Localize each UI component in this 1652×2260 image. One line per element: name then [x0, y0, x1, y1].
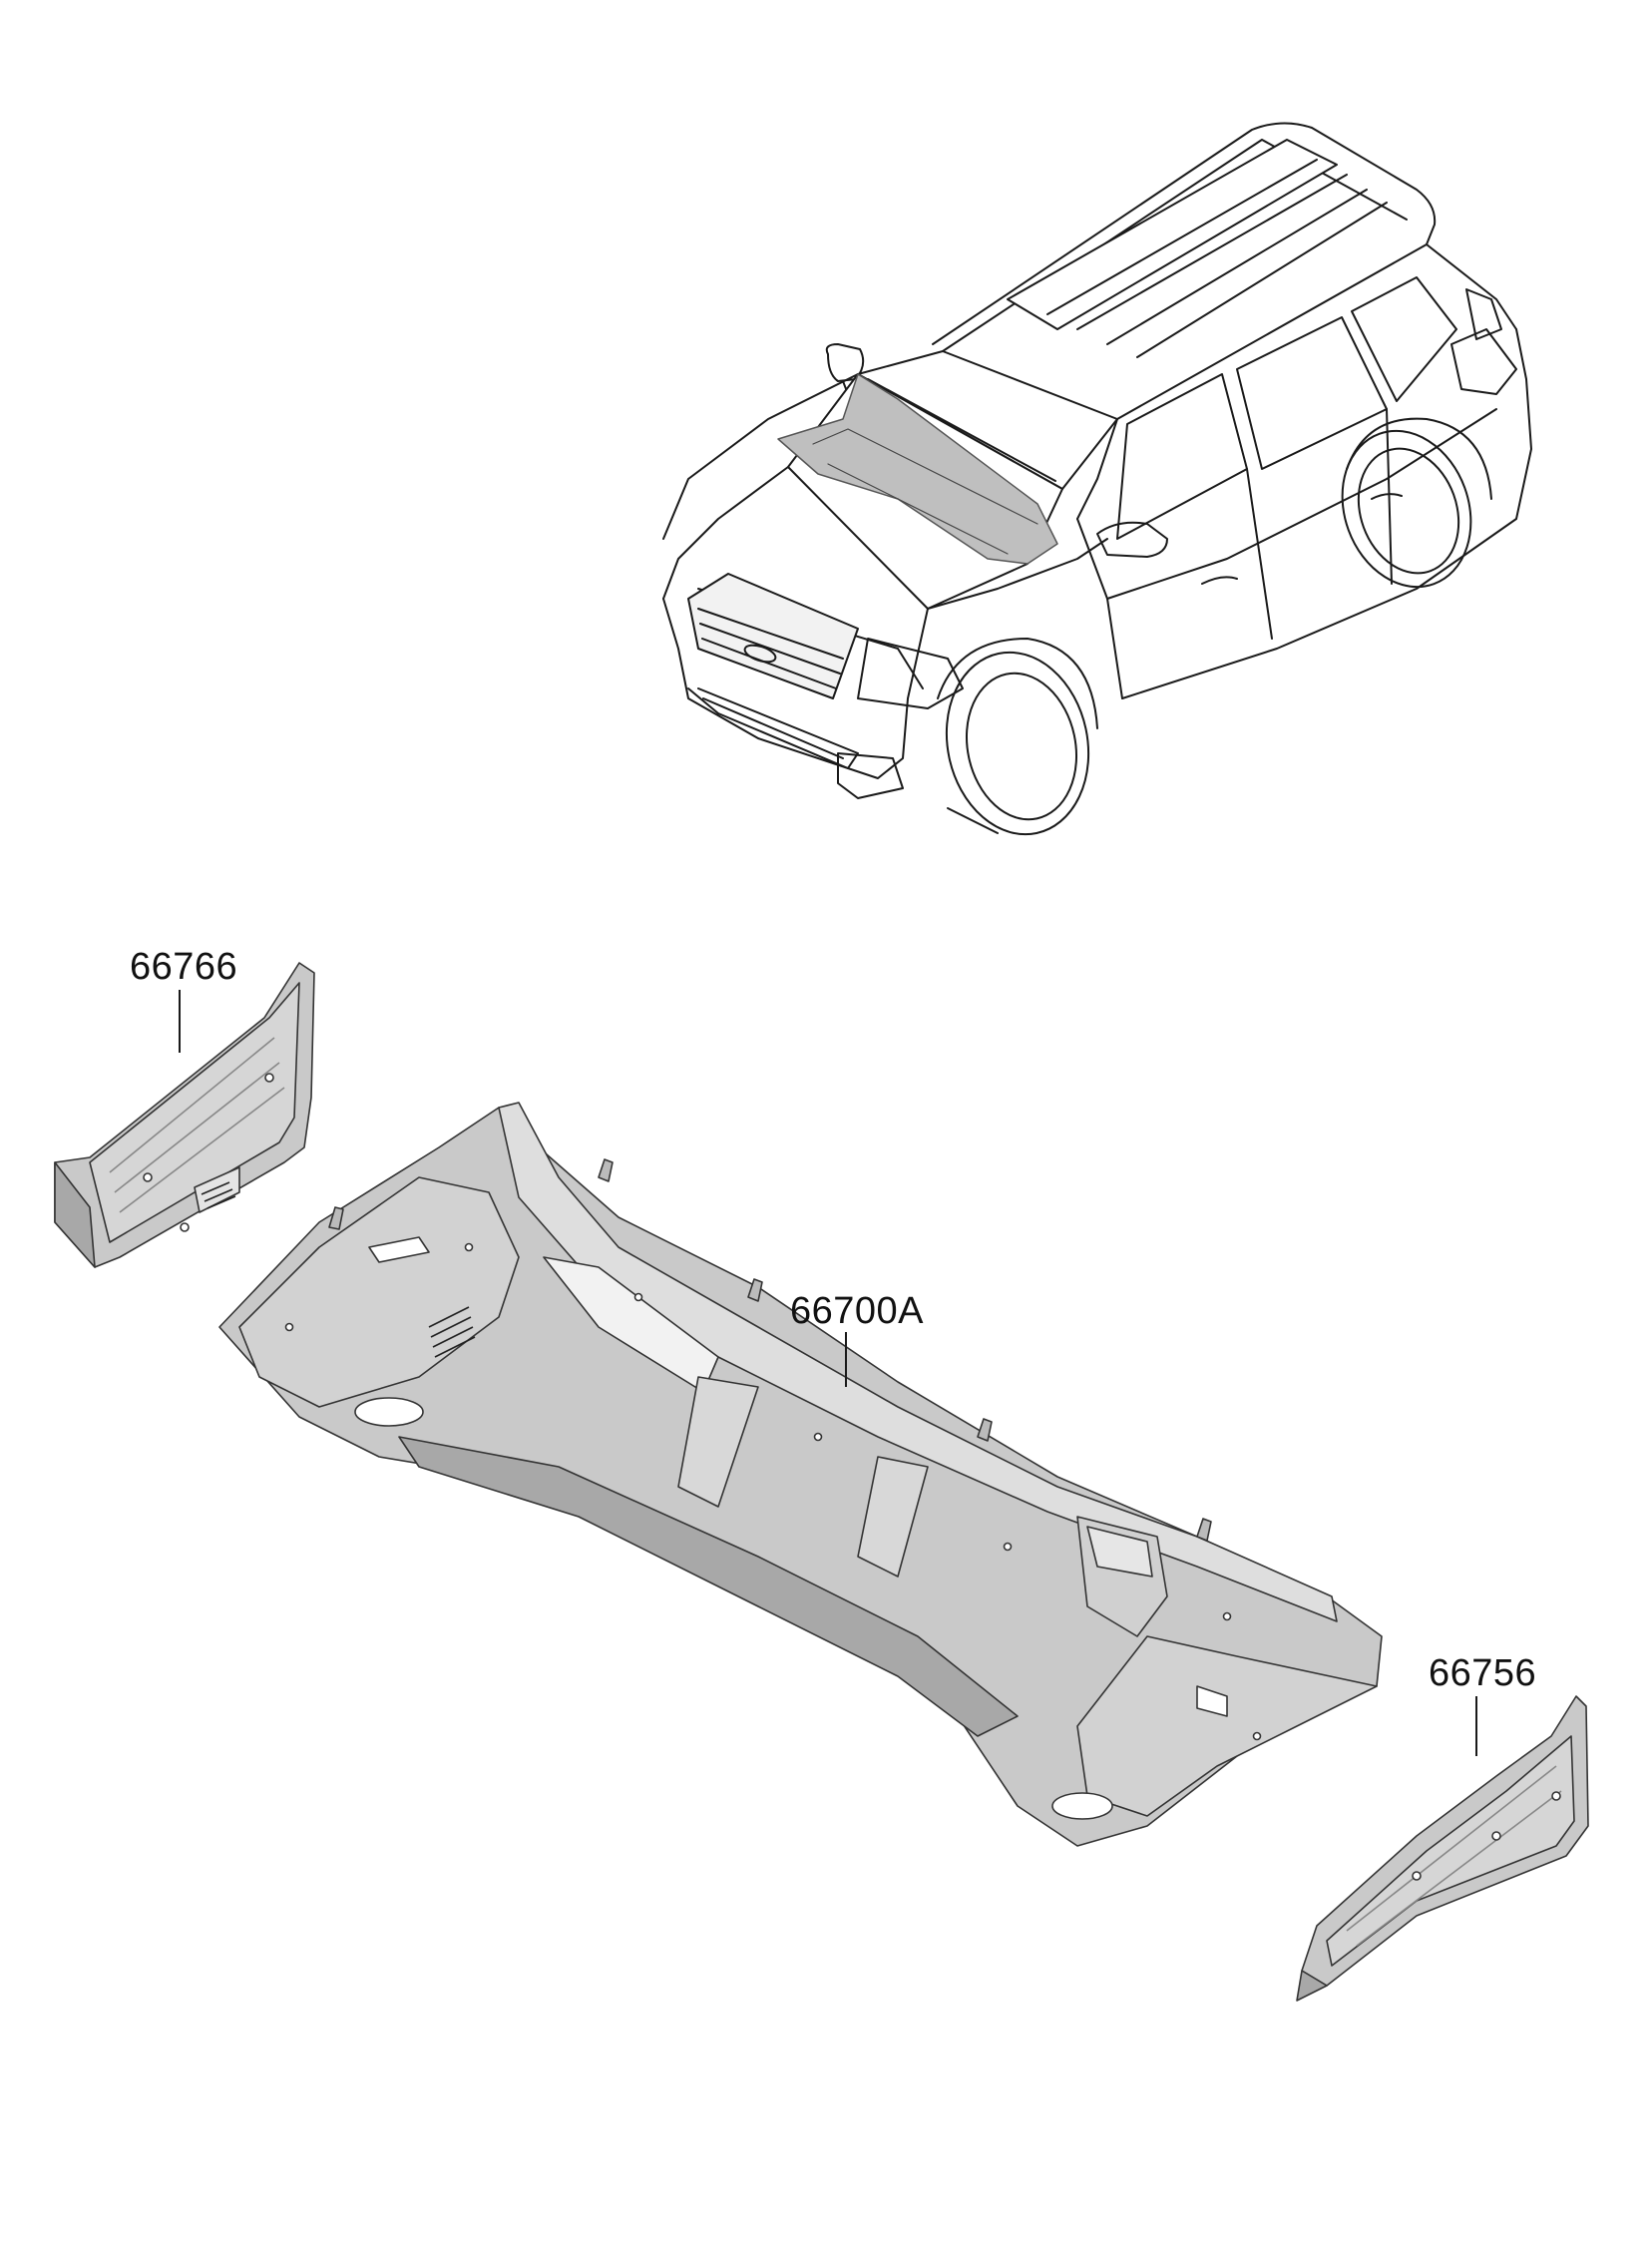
leader-lines: [179, 990, 1477, 1756]
part-66766-illustration: [54, 962, 315, 1268]
part-66756-illustration: [1296, 1695, 1589, 2002]
callout-66700A: 66700A: [790, 1290, 925, 1332]
callout-66756: 66756: [1429, 1652, 1537, 1694]
vehicle-illustration: [662, 122, 1532, 836]
part-66700A-illustration: [218, 1102, 1383, 1847]
callout-66766: 66766: [130, 946, 238, 988]
